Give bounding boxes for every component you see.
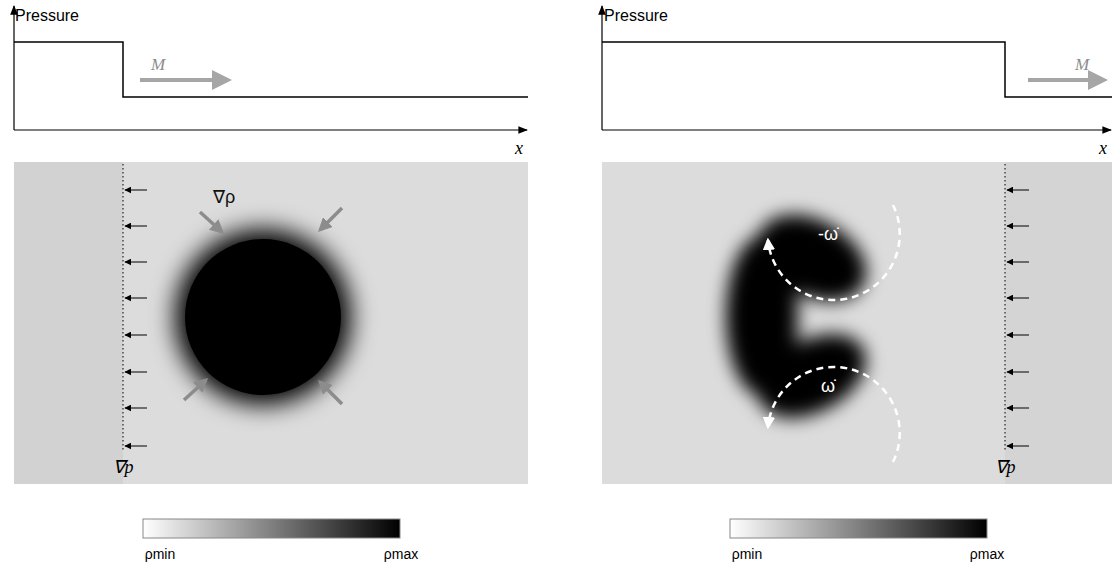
colorbar-label: ρmax xyxy=(970,547,1004,561)
axis-label: Pressure xyxy=(15,8,79,24)
gradient-label: ∇ρ xyxy=(213,188,235,206)
gradient-arrow xyxy=(125,226,147,227)
gradient-arrow xyxy=(125,262,147,263)
vorticity-arcs xyxy=(768,205,900,462)
gradient-arrow xyxy=(1007,190,1029,191)
gradient-label: ∇p xyxy=(995,458,1016,476)
gradient-arrow xyxy=(125,408,147,409)
colorbar-label: ρmax xyxy=(384,547,418,561)
axis-label: Pressure xyxy=(604,8,668,24)
gradient-arrow xyxy=(1007,335,1029,336)
gradient-arrow xyxy=(1007,226,1029,227)
colorbar xyxy=(730,519,987,538)
gradient-arrow xyxy=(125,190,147,191)
density-field xyxy=(602,162,1112,484)
pressure-plot xyxy=(602,6,1112,130)
pressure-plot xyxy=(14,6,528,130)
gradient-arrow xyxy=(125,335,147,336)
vorticity-label: ω̇ xyxy=(821,377,835,395)
density-gradient-arrows xyxy=(184,208,342,404)
gradient-arrow xyxy=(125,298,147,299)
vorticity-label: -ω̇ xyxy=(818,225,838,243)
pressure-gradient xyxy=(123,164,147,452)
gradient-arrow xyxy=(125,372,147,373)
mach-label: M xyxy=(151,56,165,73)
pressure-gradient xyxy=(1005,164,1029,452)
gradient-arrow xyxy=(1007,298,1029,299)
gradient-label: ∇p xyxy=(113,458,134,476)
colorbar-label: ρmin xyxy=(145,547,176,561)
axis-label: x xyxy=(515,139,523,157)
density-field xyxy=(14,162,528,484)
gradient-arrow xyxy=(125,446,147,447)
axis-label: x xyxy=(1099,139,1107,157)
gradient-arrow xyxy=(1007,408,1029,409)
colorbar-label: ρmin xyxy=(732,547,763,561)
gradient-arrow xyxy=(1007,446,1029,447)
mach-label: M xyxy=(1075,56,1089,73)
gradient-arrow xyxy=(1007,262,1029,263)
gradient-arrow xyxy=(1007,372,1029,373)
colorbar xyxy=(143,519,400,538)
